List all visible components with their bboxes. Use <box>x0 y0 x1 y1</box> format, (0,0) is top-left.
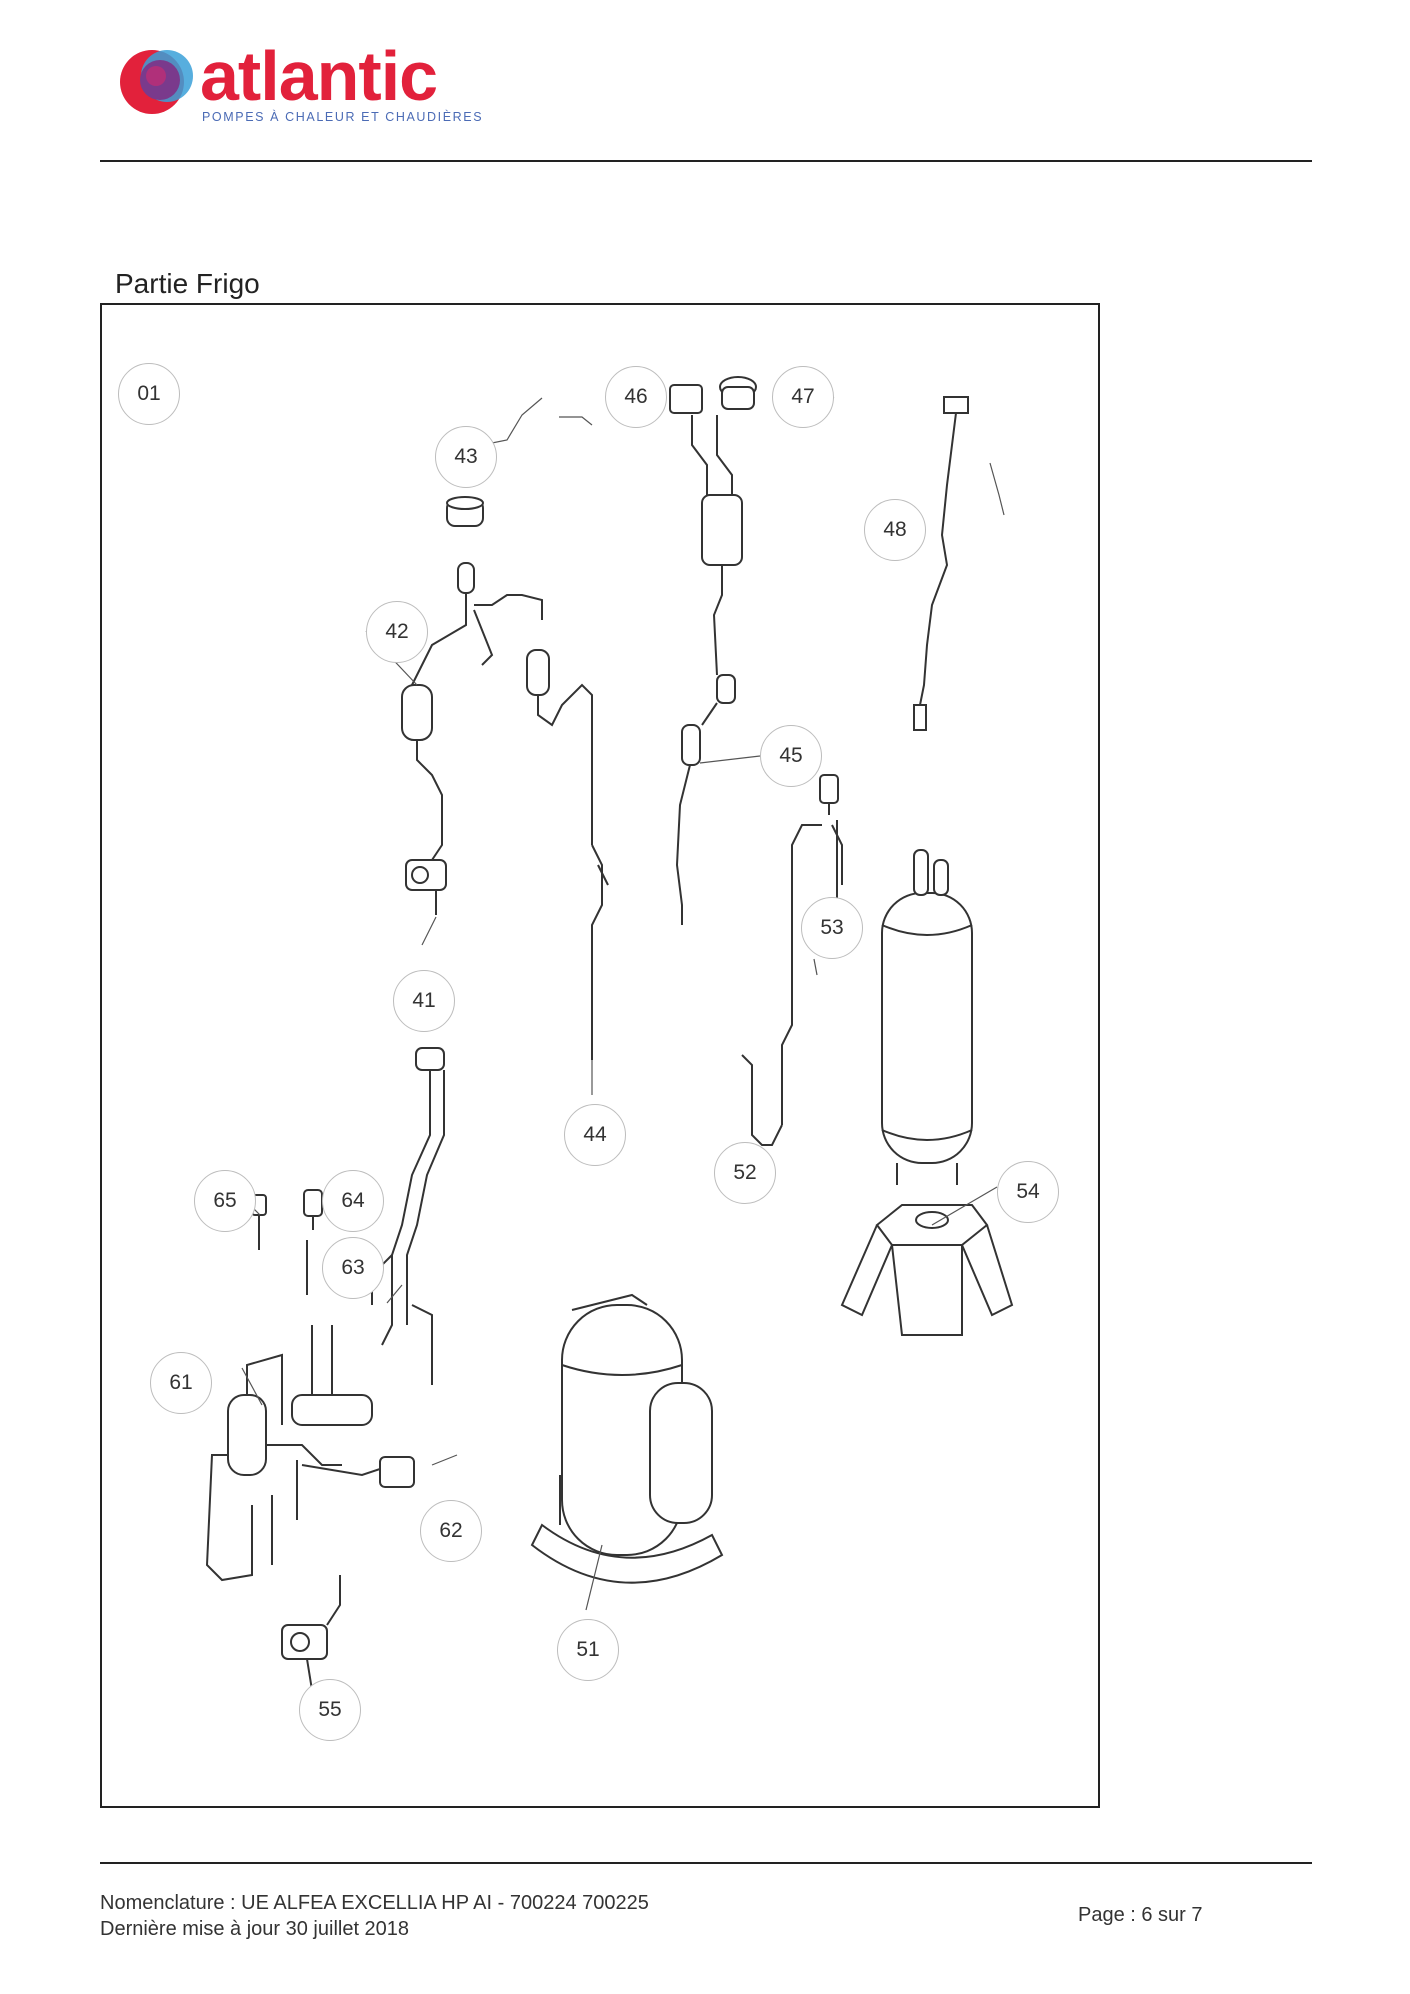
sensor-48-drawing <box>913 396 969 731</box>
page-number: Page : 6 sur 7 <box>1078 1904 1203 1926</box>
footer-updated: Dernière mise à jour 30 juillet 2018 <box>100 1918 410 1940</box>
exploded-view-frame: 01 41 42 43 44 45 46 47 48 51 52 53 54 5… <box>100 303 1100 1808</box>
callout-41: 41 <box>393 970 455 1032</box>
brand-tagline: POMPES À CHALEUR ET CHAUDIÈRES <box>202 110 484 124</box>
compressor-51-drawing <box>530 1293 724 1584</box>
callout-64: 64 <box>322 1170 384 1232</box>
valve-assembly-42-drawing <box>401 562 609 1035</box>
callout-43: 43 <box>435 426 497 488</box>
callout-52: 52 <box>714 1142 776 1204</box>
callout-53: 53 <box>801 897 863 959</box>
callout-46: 46 <box>605 366 667 428</box>
exploded-view-drawing <box>205 376 1014 1703</box>
callout-44: 44 <box>564 1104 626 1166</box>
callout-61: 61 <box>150 1352 212 1414</box>
header-divider <box>100 160 1312 162</box>
footer-divider <box>100 1862 1312 1864</box>
callout-54: 54 <box>997 1161 1059 1223</box>
callout-63: 63 <box>322 1237 384 1299</box>
coils-46-47-drawing <box>669 376 757 925</box>
callout-62: 62 <box>420 1500 482 1562</box>
accumulator-54-drawing <box>881 849 973 1185</box>
callout-45: 45 <box>760 725 822 787</box>
manifold-61-63-drawing <box>205 1047 445 1582</box>
brand-logo-mark <box>120 50 193 114</box>
brand-logo: atlantic POMPES À CHALEUR ET CHAUDIÈRES <box>112 37 502 138</box>
callout-47: 47 <box>772 366 834 428</box>
footer-nomenclature: Nomenclature : UE ALFEA EXCELLIA HP AI -… <box>100 1892 649 1914</box>
callout-55: 55 <box>299 1679 361 1741</box>
valve-41-drawing <box>405 815 447 915</box>
pipe-52-drawing <box>741 820 843 1146</box>
callout-42: 42 <box>366 601 428 663</box>
callout-01: 01 <box>118 363 180 425</box>
callout-65: 65 <box>194 1170 256 1232</box>
valves-64-65-drawing <box>251 1189 323 1295</box>
accumulator-bracket-drawing <box>840 1204 1014 1336</box>
callout-51: 51 <box>557 1619 619 1681</box>
coil-43-drawing <box>446 496 484 527</box>
valve-55-drawing <box>281 1575 341 1691</box>
callout-48: 48 <box>864 499 926 561</box>
pressostat-53-drawing <box>819 774 839 815</box>
brand-name: atlantic <box>200 37 438 115</box>
coil-62-drawing <box>379 1456 415 1488</box>
section-title: Partie Frigo <box>115 268 260 299</box>
